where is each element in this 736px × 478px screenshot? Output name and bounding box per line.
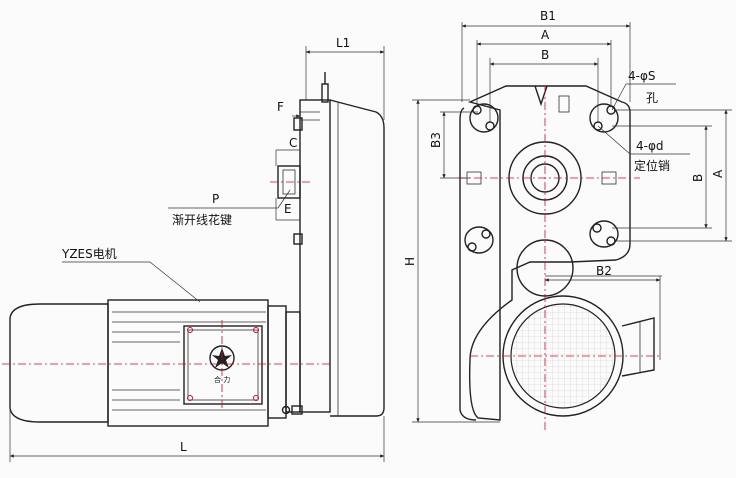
label-f: F bbox=[277, 100, 284, 114]
mounting-hole-tr bbox=[589, 103, 619, 133]
mounting-hole-tl bbox=[469, 103, 499, 133]
label-l1: L1 bbox=[336, 36, 350, 50]
label-a-top: A bbox=[541, 28, 550, 42]
label-b1: B1 bbox=[540, 9, 556, 23]
label-locating-pin: 定位销 bbox=[634, 158, 670, 173]
label-a-right: A bbox=[711, 169, 725, 178]
label-b-right: B bbox=[691, 174, 705, 182]
label-4-phi-d: 4-φd bbox=[636, 139, 664, 153]
label-hole: 孔 bbox=[646, 91, 658, 105]
label-motor: YZES电机 bbox=[61, 247, 117, 261]
front-view: B1 A B B3 H B A B2 bbox=[403, 9, 732, 430]
label-b3: B3 bbox=[429, 132, 443, 148]
mounting-hole-bl bbox=[464, 226, 494, 254]
gearbox-front-body bbox=[467, 85, 631, 421]
label-p: P bbox=[212, 192, 219, 206]
label-l: L bbox=[180, 440, 187, 454]
label-c: C bbox=[289, 136, 297, 150]
nameplate bbox=[183, 325, 263, 405]
label-b-top: B bbox=[541, 48, 549, 62]
label-4-phi-s: 4-φS bbox=[628, 69, 656, 83]
label-h: H bbox=[403, 257, 417, 266]
mounting-hole-br bbox=[589, 220, 619, 248]
label-e: E bbox=[284, 202, 292, 216]
motor-end-cap bbox=[9, 303, 109, 423]
side-view: 合 力 F C E P 渐开线花键 bbox=[2, 36, 385, 462]
label-b2: B2 bbox=[596, 264, 612, 278]
gearbox-side-body bbox=[299, 99, 331, 413]
label-involute-spline: 渐开线花键 bbox=[172, 212, 232, 227]
